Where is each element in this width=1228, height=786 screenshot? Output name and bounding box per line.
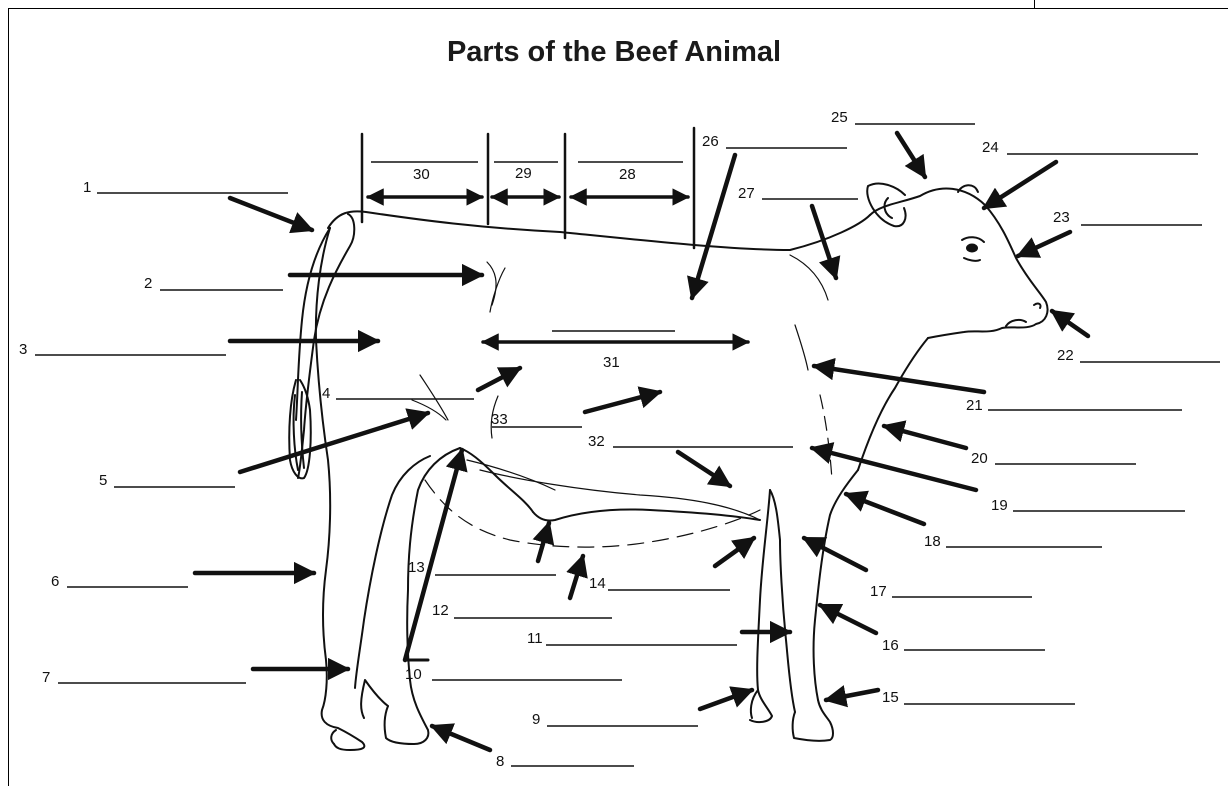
label-11: 11 [527,630,543,647]
label-4: 4 [322,385,330,402]
cow-outline [289,184,1047,750]
label-7: 7 [42,669,50,686]
label-22: 22 [1057,347,1074,364]
number-labels: 1 2 3 4 5 6 7 8 9 10 11 12 13 14 15 16 1… [19,109,1074,770]
label-5: 5 [99,472,107,489]
label-19: 19 [991,497,1008,514]
label-21: 21 [966,397,983,414]
label-6: 6 [51,573,59,590]
label-14: 14 [589,575,606,592]
label-20: 20 [971,450,988,467]
label-8: 8 [496,753,504,770]
label-12: 12 [432,602,449,619]
label-26: 26 [702,133,719,150]
label-27: 27 [738,185,755,202]
label-10: 10 [405,666,422,683]
label-32: 32 [588,433,605,450]
label-25: 25 [831,109,848,126]
label-3: 3 [19,341,27,358]
label-9: 9 [532,711,540,728]
label-13: 13 [408,559,425,576]
answer-blanks [35,124,1220,766]
label-15: 15 [882,689,899,706]
dimension-lines [362,128,748,342]
label-33: 33 [491,411,508,428]
label-16: 16 [882,637,899,654]
label-1: 1 [83,179,91,196]
label-29: 29 [515,165,532,182]
label-18: 18 [924,533,941,550]
label-24: 24 [982,139,999,156]
label-30: 30 [413,166,430,183]
label-17: 17 [870,583,887,600]
label-2: 2 [144,275,152,292]
label-23: 23 [1053,209,1070,226]
label-28: 28 [619,166,636,183]
label-31: 31 [603,354,620,371]
